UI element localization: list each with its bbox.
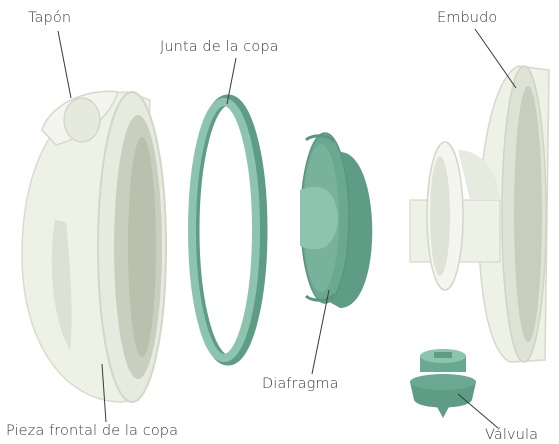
funnel (409, 65, 550, 363)
label-embudo: Embudo (437, 10, 498, 26)
label-diafragma: Diafragma (262, 376, 339, 392)
label-tapon: Tapón (28, 10, 72, 26)
tapon-leader (57, 30, 72, 99)
diaphragm (300, 132, 373, 308)
cup-gasket (188, 94, 268, 366)
embudo-leader (474, 28, 517, 89)
label-pieza-frontal-de-la-copa: Pieza frontal de la copa (6, 423, 179, 439)
label-valvula: Válvula (485, 427, 539, 443)
cup-front-piece (21, 91, 167, 403)
junta-leader (226, 57, 237, 105)
diafragma-leader (311, 289, 330, 375)
valvula-leader (457, 393, 499, 429)
pieza-frontal-leader (101, 363, 107, 423)
label-junta-de-la-copa: Junta de la copa (160, 39, 279, 55)
cap (41, 90, 120, 146)
valve (410, 349, 476, 418)
